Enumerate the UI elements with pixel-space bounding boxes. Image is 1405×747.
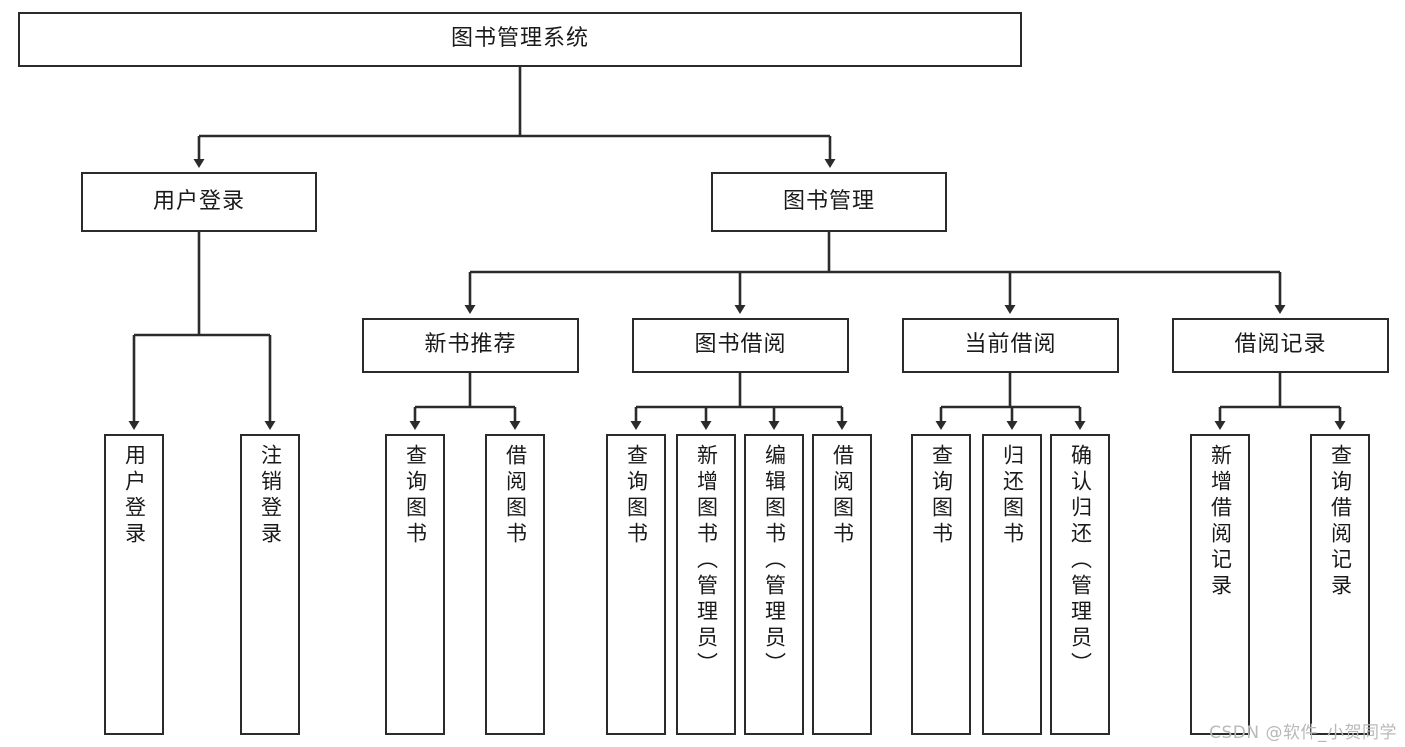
- node-book-management-label: 图书管理: [782, 188, 875, 214]
- node-root-label: 图书管理系统: [450, 26, 589, 52]
- leaf-add-book-admin-label: 新增图书（管理员）: [694, 444, 719, 678]
- node-book-management[interactable]: 图书管理: [711, 172, 947, 232]
- leaf-borrow-book-recommend-label: 借阅图书: [503, 444, 528, 548]
- leaf-return-book-label: 归还图书: [1000, 444, 1025, 548]
- leaf-query-book-recommend-label: 查询图书: [403, 444, 428, 548]
- leaf-query-book-current[interactable]: 查询图书: [911, 434, 971, 735]
- leaf-edit-book-admin-label: 编辑图书（管理员）: [762, 444, 787, 678]
- leaf-query-book-recommend[interactable]: 查询图书: [385, 434, 445, 735]
- leaf-query-book[interactable]: 查询图书: [606, 434, 666, 735]
- leaf-query-book-label: 查询图书: [624, 444, 649, 548]
- leaf-logout-label: 注销登录: [258, 444, 283, 548]
- leaf-query-borrow-record[interactable]: 查询借阅记录: [1310, 434, 1370, 735]
- node-borrow-record-label: 借阅记录: [1234, 332, 1327, 358]
- leaf-add-book-admin[interactable]: 新增图书（管理员）: [676, 434, 736, 735]
- node-current-borrow-label: 当前借阅: [964, 332, 1057, 358]
- leaf-edit-book-admin[interactable]: 编辑图书（管理员）: [744, 434, 804, 735]
- node-new-book-recommend-label: 新书推荐: [424, 332, 517, 358]
- node-current-borrow[interactable]: 当前借阅: [902, 318, 1119, 373]
- node-user-login[interactable]: 用户登录: [81, 172, 317, 232]
- leaf-query-borrow-record-label: 查询借阅记录: [1328, 444, 1353, 600]
- leaf-logout[interactable]: 注销登录: [240, 434, 300, 735]
- leaf-add-borrow-record-label: 新增借阅记录: [1208, 444, 1233, 600]
- node-book-borrow-label: 图书借阅: [694, 332, 787, 358]
- leaf-borrow-book-label: 借阅图书: [830, 444, 855, 548]
- leaf-confirm-return-admin-label: 确认归还（管理员）: [1068, 444, 1093, 678]
- leaf-query-book-current-label: 查询图书: [929, 444, 954, 548]
- node-book-borrow[interactable]: 图书借阅: [632, 318, 849, 373]
- leaf-add-borrow-record[interactable]: 新增借阅记录: [1190, 434, 1250, 735]
- leaf-user-login[interactable]: 用户登录: [104, 434, 164, 735]
- node-borrow-record[interactable]: 借阅记录: [1172, 318, 1389, 373]
- leaf-confirm-return-admin[interactable]: 确认归还（管理员）: [1050, 434, 1110, 735]
- node-root[interactable]: 图书管理系统: [18, 12, 1022, 67]
- leaf-user-login-label: 用户登录: [122, 444, 147, 548]
- node-new-book-recommend[interactable]: 新书推荐: [362, 318, 579, 373]
- node-user-login-label: 用户登录: [152, 188, 245, 214]
- leaf-return-book[interactable]: 归还图书: [982, 434, 1042, 735]
- leaf-borrow-book[interactable]: 借阅图书: [812, 434, 872, 735]
- watermark-text: CSDN @软件_小贺同学: [1209, 723, 1397, 743]
- leaf-borrow-book-recommend[interactable]: 借阅图书: [485, 434, 545, 735]
